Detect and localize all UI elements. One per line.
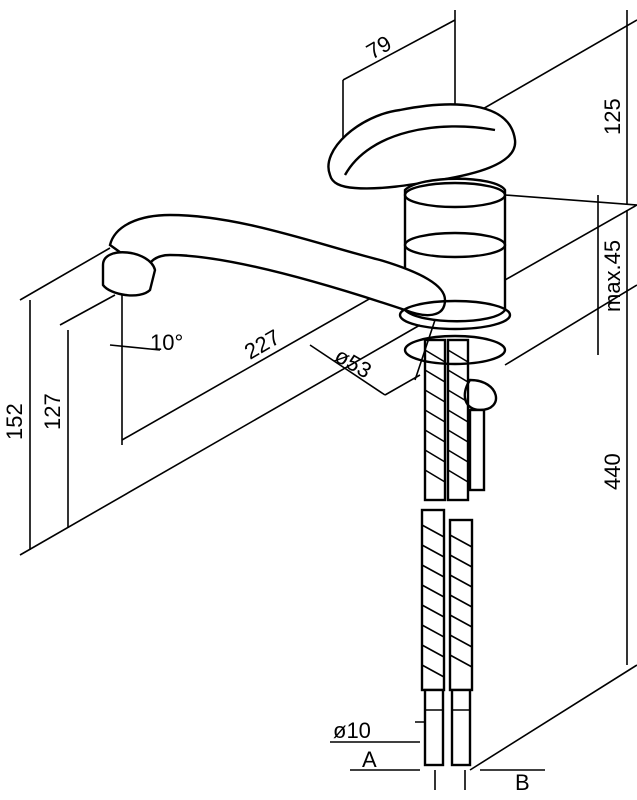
faucet	[101, 103, 517, 492]
dim-440: 440	[600, 453, 625, 490]
dim-127: 127	[40, 393, 65, 430]
dim-227: 227	[240, 324, 284, 364]
dim-max45: max.45	[600, 240, 625, 312]
label-a: A	[362, 747, 377, 772]
dim-d10: ø10	[333, 718, 371, 743]
dimension-lines	[19, 10, 637, 790]
dim-d53: ø53	[331, 343, 376, 384]
dimension-labels: 79 125 max.45 440 152 127 10° 227 ø53 ø1…	[2, 30, 625, 795]
dim-79: 79	[362, 30, 396, 64]
dim-10deg: 10°	[150, 330, 183, 355]
dim-125: 125	[600, 98, 625, 135]
dim-152: 152	[2, 403, 27, 440]
hoses	[420, 338, 474, 767]
label-b: B	[515, 770, 530, 795]
